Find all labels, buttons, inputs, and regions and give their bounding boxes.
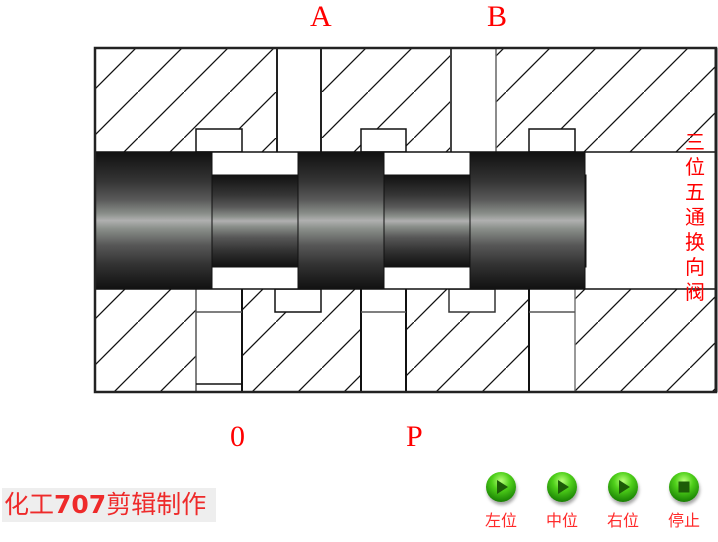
- button-label: 中位: [545, 511, 578, 530]
- left-position-button[interactable]: 左位: [476, 472, 526, 530]
- title-char: 阀: [685, 280, 705, 304]
- title-char: 位: [685, 155, 705, 179]
- stop-icon: [678, 481, 690, 493]
- credit-number: 707: [54, 490, 107, 519]
- credit-banner: 化工707剪辑制作: [2, 488, 217, 522]
- upper-body: [95, 48, 716, 153]
- credit-prefix: 化工: [4, 490, 55, 519]
- diagram-title: 三 位 五 通 换 向 阀: [682, 130, 708, 305]
- play-icon: [619, 480, 630, 494]
- button-label: 停止: [667, 511, 700, 530]
- stop-button[interactable]: 停止: [659, 472, 709, 530]
- credit-suffix: 剪辑制作: [106, 490, 207, 519]
- spool-land-right: [469, 151, 586, 290]
- green-button[interactable]: [608, 472, 638, 502]
- port-label-b: B: [487, 0, 508, 33]
- middle-position-button[interactable]: 中位: [537, 472, 587, 530]
- button-label: 右位: [606, 511, 639, 530]
- green-button[interactable]: [547, 472, 577, 502]
- title-char: 换: [685, 230, 705, 254]
- spool-land-middle: [297, 151, 385, 290]
- title-char: 三: [685, 130, 705, 154]
- lower-body: [95, 288, 716, 392]
- title-char: 五: [685, 180, 705, 204]
- play-icon: [497, 480, 508, 494]
- title-char: 向: [685, 255, 705, 279]
- title-char: 通: [685, 205, 705, 229]
- spool-land-left: [94, 151, 213, 290]
- port-label-p: P: [406, 420, 423, 453]
- play-icon: [558, 480, 569, 494]
- port-label-a: A: [310, 0, 332, 33]
- green-button[interactable]: [486, 472, 516, 502]
- port-label-o: 0: [230, 420, 245, 453]
- spool: [94, 151, 587, 290]
- button-label: 左位: [484, 511, 517, 530]
- green-button[interactable]: [669, 472, 699, 502]
- right-position-button[interactable]: 右位: [598, 472, 648, 530]
